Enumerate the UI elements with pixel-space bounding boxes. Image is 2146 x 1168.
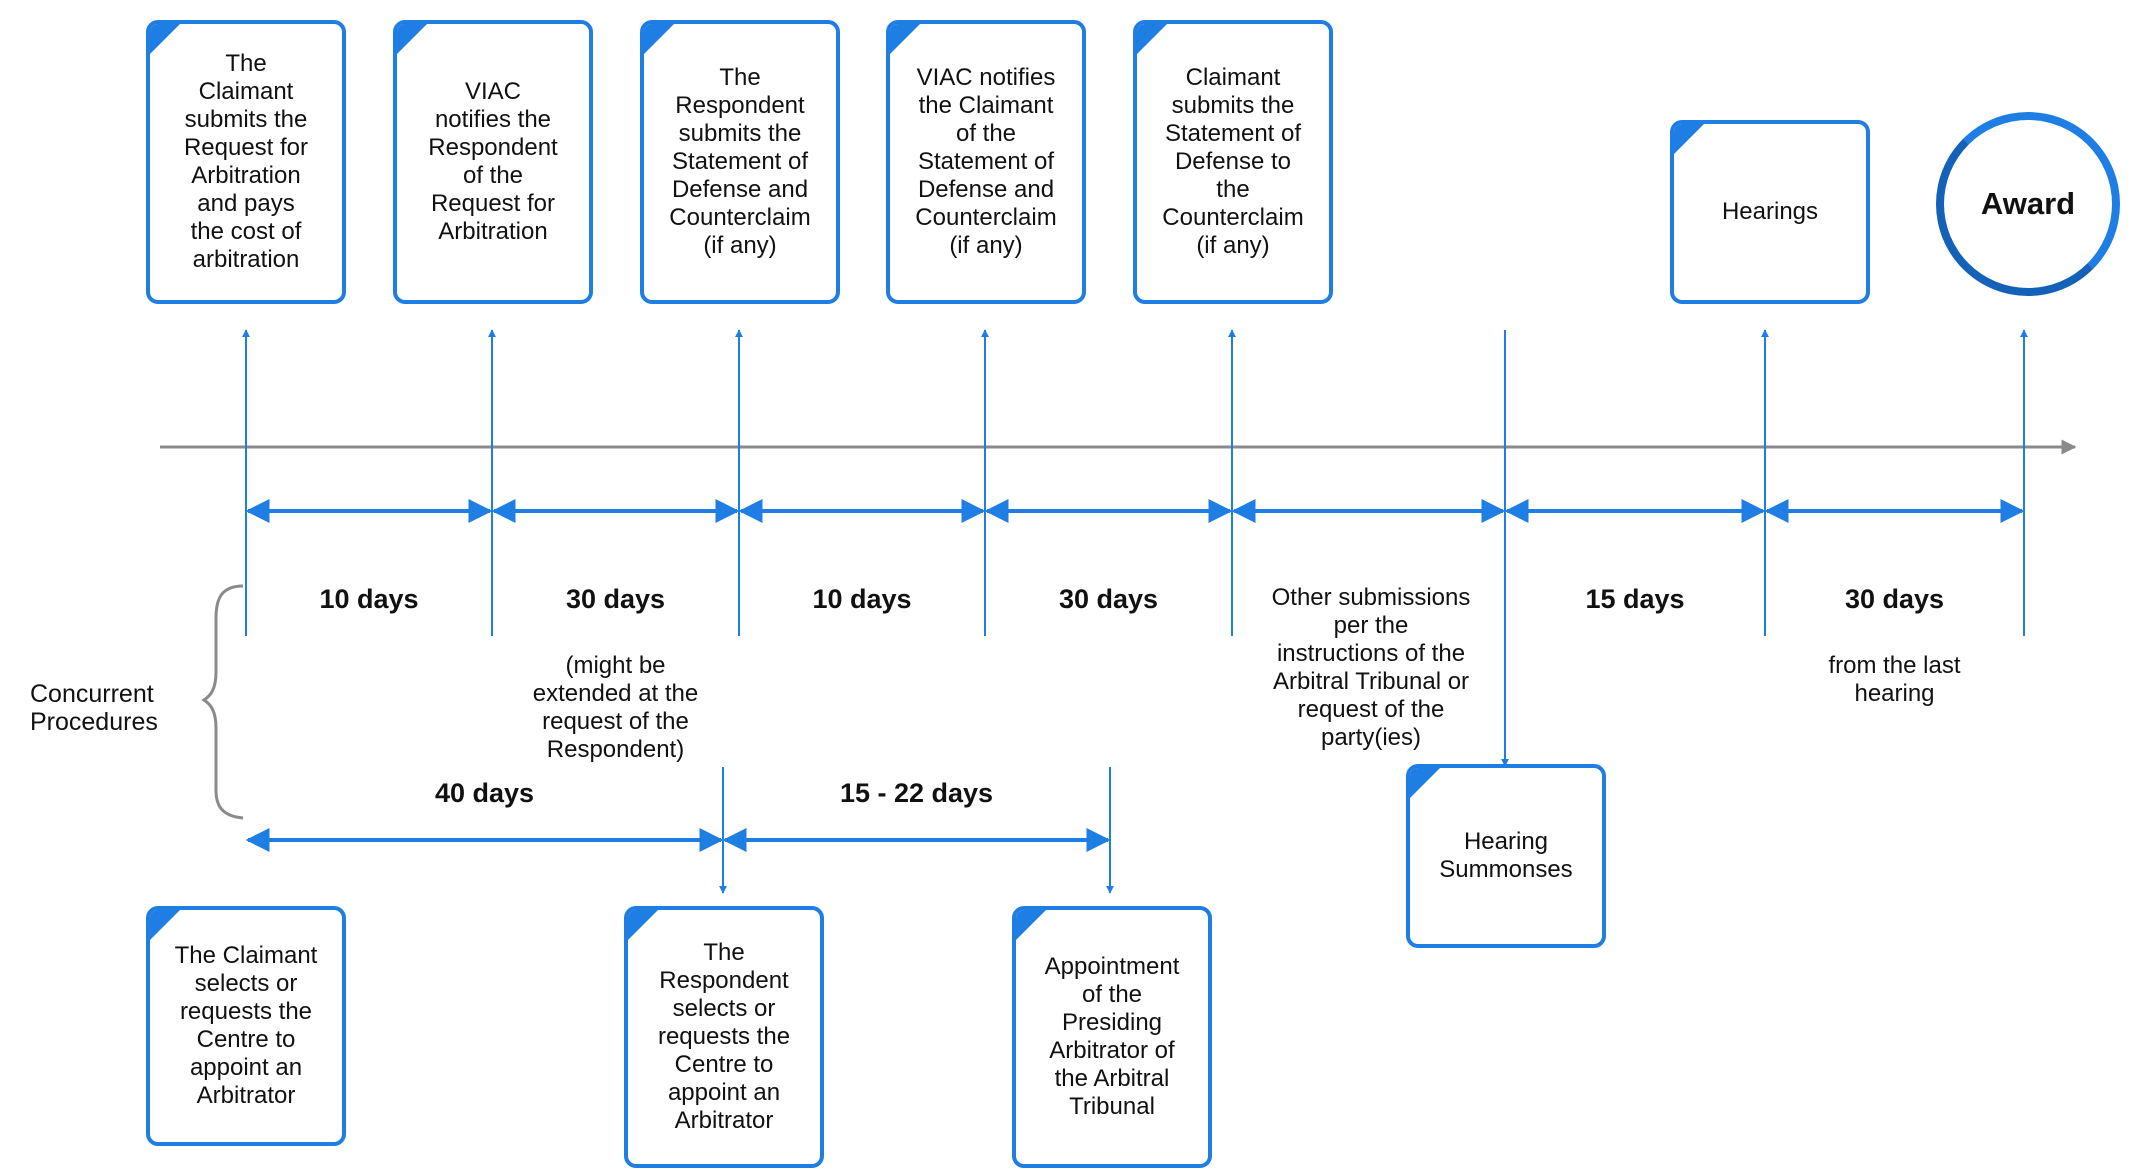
interval-duration: 30 days [1058, 584, 1159, 614]
bottom-interval-label-1: 40 days [434, 778, 535, 808]
award-circle: Award [1936, 112, 2120, 296]
interval-duration: 15 days [1585, 584, 1685, 614]
event-box-statement-of-defense: The Respondent submits the Statement of … [640, 20, 840, 304]
interval-note: Other submissions per the instructions o… [1271, 584, 1471, 751]
procedure-box-presiding-arbitrator: Appointment of the Presiding Arbitrator … [1012, 906, 1212, 1168]
interval-label-5: Other submissions per the instructions o… [1240, 556, 1502, 780]
interval-note: (might be extended at the request of the… [532, 652, 699, 763]
interval-note: from the last hearing [1828, 652, 1961, 707]
concurrent-brace [201, 584, 244, 820]
interval-duration: 30 days [1844, 584, 1945, 614]
interval-label-6: 15 days [1507, 556, 1763, 642]
interval-duration: 10 days [319, 584, 419, 614]
interval-label-3: 10 days [741, 556, 983, 642]
procedure-box-claimant-arbitrator: The Claimant selects or requests the Cen… [146, 906, 346, 1146]
procedure-box-hearing-summonses: Hearing Summonses [1406, 764, 1606, 948]
event-box-defense-to-counterclaim: Claimant submits the Statement of Defens… [1133, 20, 1333, 304]
event-box-viac-notifies-claimant: VIAC notifies the Claimant of the Statem… [886, 20, 1086, 304]
interval-label-2: 30 days (might be extended at the reques… [494, 556, 737, 792]
interval-label-4: 30 days [987, 556, 1230, 642]
bottom-interval-label-2: 15 - 22 days [839, 778, 994, 808]
interval-label-1: 10 days [248, 556, 490, 642]
event-box-hearings: Hearings [1670, 120, 1870, 304]
event-box-request: The Claimant submits the Request for Arb… [146, 20, 346, 304]
interval-duration: 10 days [812, 584, 912, 614]
procedure-box-respondent-arbitrator: The Respondent selects or requests the C… [624, 906, 824, 1168]
interval-duration: 30 days [565, 584, 666, 614]
interval-label-7: 30 days from the last hearing [1767, 556, 2022, 736]
concurrent-procedures-label: Concurrent Procedures [30, 680, 158, 736]
event-box-viac-notifies-respondent: VIAC notifies the Respondent of the Requ… [393, 20, 593, 304]
